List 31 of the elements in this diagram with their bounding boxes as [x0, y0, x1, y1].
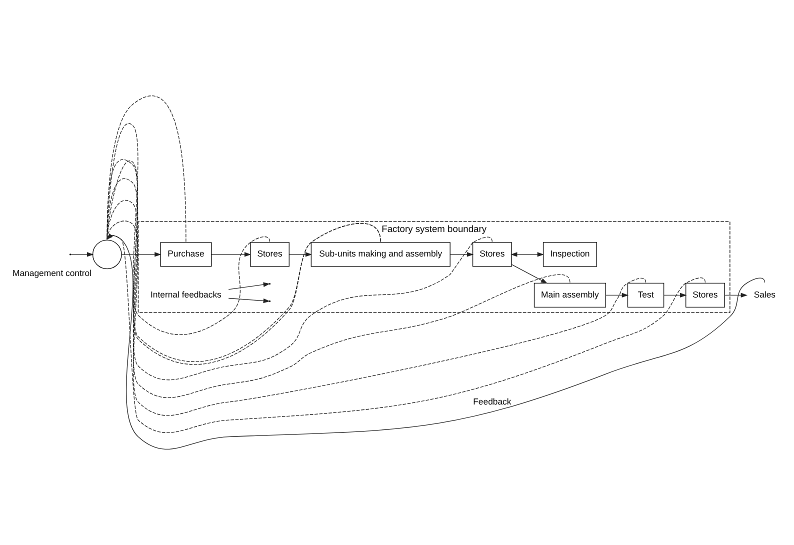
arrow [510, 252, 544, 257]
arrow [664, 292, 687, 298]
edge-label: Feedback [473, 396, 512, 406]
node-text: Sales [754, 289, 776, 300]
node-box: Stores [250, 242, 290, 267]
node-box: Inspection [542, 242, 598, 267]
arrow [724, 292, 748, 298]
node-box: Stores [472, 242, 512, 267]
node-box: Sub-units making and assembly [310, 242, 450, 267]
arrow [228, 282, 270, 290]
connector [106, 234, 706, 433]
node-label: Management control [12, 268, 92, 278]
connector [106, 178, 492, 380]
arrow [228, 298, 270, 304]
connector [106, 96, 186, 242]
arrow [121, 252, 162, 257]
connector [106, 200, 570, 398]
arrow [211, 252, 252, 257]
arrow [288, 252, 312, 257]
node-box: Stores [686, 282, 725, 308]
arrow [450, 252, 474, 257]
arrow [606, 292, 629, 298]
node-box: Purchase [160, 242, 212, 267]
node-box: Main assembly [534, 282, 606, 308]
connector [106, 220, 646, 416]
arrow [70, 252, 94, 257]
arrow [511, 264, 548, 284]
node-circle [92, 240, 122, 270]
arrow [106, 233, 765, 450]
node-text: Internal feedbacks [150, 289, 222, 300]
node-box: Test [627, 282, 664, 308]
